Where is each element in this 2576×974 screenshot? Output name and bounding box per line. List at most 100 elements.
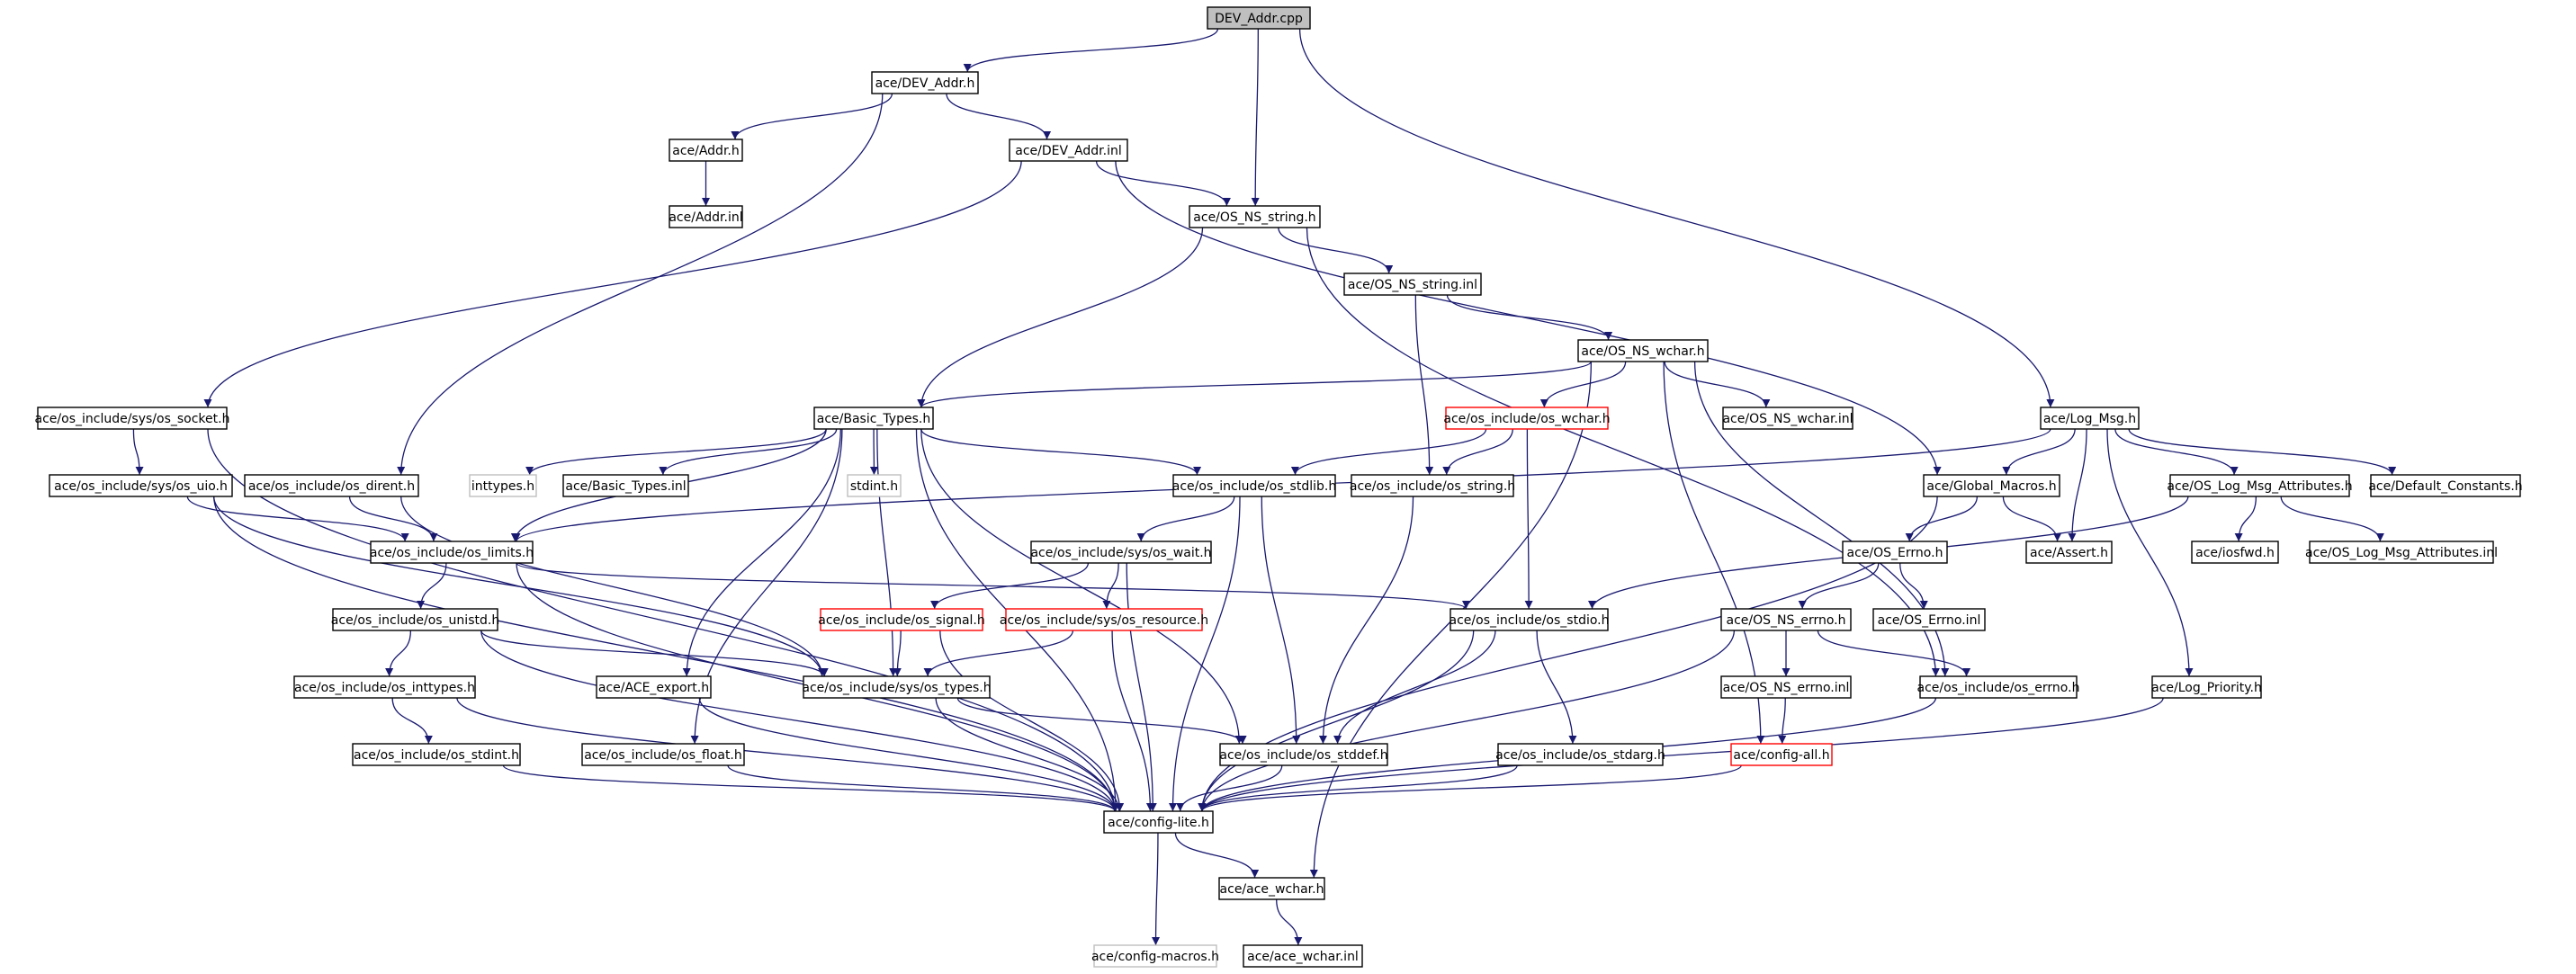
edge-dev-addr-h-to-addr-h xyxy=(731,93,893,140)
edge-os-errno-h-ace-to-os-ns-errno-h xyxy=(1798,562,1880,610)
node-ace-wchar-h[interactable]: ace/ace_wchar.h xyxy=(1218,877,1325,900)
node-os-stdlib-h[interactable]: ace/os_include/os_stdlib.h xyxy=(1172,474,1336,497)
edge-os-ns-wchar-h-to-os-wchar-h xyxy=(1539,361,1627,408)
node-box xyxy=(1218,877,1325,900)
node-label: ace/ace_wchar.h xyxy=(1220,882,1324,897)
node-os-ns-string-h[interactable]: ace/OS_NS_string.h xyxy=(1189,205,1321,228)
edge-os-stdlib-h-to-os-wait-h xyxy=(1136,496,1235,542)
edge-os-ns-errno-inl-to-config-all-h xyxy=(1778,697,1787,745)
edge-config-all-h-to-config-lite-h xyxy=(1198,764,1742,812)
node-label: DEV_Addr.cpp xyxy=(1215,12,1303,26)
node-os-string-h[interactable]: ace/os_include/os_string.h xyxy=(1350,474,1515,497)
node-os-log-msg-attributes-h[interactable]: ace/OS_Log_Msg_Attributes.h xyxy=(2167,474,2353,497)
edge-os-signal-h-to-os-types-h xyxy=(893,630,902,677)
node-os-log-msg-attributes-inl[interactable]: ace/OS_Log_Msg_Attributes.inl xyxy=(2305,541,2498,564)
node-box xyxy=(244,474,419,497)
node-dev-addr-cpp[interactable]: DEV_Addr.cpp xyxy=(1207,6,1311,30)
node-config-lite-h[interactable]: ace/config-lite.h xyxy=(1103,810,1214,834)
node-addr-h[interactable]: ace/Addr.h xyxy=(669,139,743,162)
node-config-macros-h[interactable]: ace/config-macros.h xyxy=(1091,944,1219,968)
node-label: ace/DEV_Addr.inl xyxy=(1015,144,1122,158)
node-os-ns-errno-inl[interactable]: ace/OS_NS_errno.inl xyxy=(1720,675,1852,699)
node-log-msg-h[interactable]: ace/Log_Msg.h xyxy=(2040,407,2140,430)
node-box xyxy=(1005,608,1203,631)
node-ace-wchar-inl[interactable]: ace/ace_wchar.inl xyxy=(1243,944,1363,968)
node-config-all-h[interactable]: ace/config-all.h xyxy=(1730,743,1833,766)
node-box xyxy=(2151,675,2262,699)
node-addr-inl[interactable]: ace/Addr.inl xyxy=(669,205,743,228)
node-os-signal-h[interactable]: ace/os_include/os_signal.h xyxy=(818,608,985,631)
node-label: ace/Log_Msg.h xyxy=(2043,412,2136,426)
node-os-ns-wchar-inl[interactable]: ace/OS_NS_wchar.inl xyxy=(1722,407,1853,430)
node-box xyxy=(2040,407,2140,430)
node-os-stdarg-h[interactable]: ace/os_include/os_stdarg.h xyxy=(1495,743,1665,766)
node-label: ace/os_include/sys/os_socket.h xyxy=(35,412,230,426)
edge-os-ns-string-h-to-basic-types-h xyxy=(917,227,1204,408)
node-global-macros-h[interactable]: ace/Global_Macros.h xyxy=(1923,474,2060,497)
edge-os-wchar-h-to-os-stdlib-h xyxy=(1291,428,1487,476)
node-basic-types-h[interactable]: ace/Basic_Types.h xyxy=(813,407,934,430)
node-label: ace/ace_wchar.inl xyxy=(1247,950,1359,964)
node-os-types-h[interactable]: ace/os_include/sys/os_types.h xyxy=(802,675,992,699)
node-assert-h[interactable]: ace/Assert.h xyxy=(2025,541,2113,564)
node-os-limits-h[interactable]: ace/os_include/os_limits.h xyxy=(370,541,534,564)
node-box xyxy=(1445,407,1609,430)
node-box xyxy=(2309,541,2494,564)
node-label: ace/OS_NS_string.h xyxy=(1193,210,1315,225)
edge-dev-addr-inl-to-os-socket-h xyxy=(203,160,1022,408)
node-basic-types-inl[interactable]: ace/Basic_Types.inl xyxy=(562,474,689,497)
node-os-ns-errno-h[interactable]: ace/OS_NS_errno.h xyxy=(1720,608,1852,631)
node-os-wait-h[interactable]: ace/os_include/sys/os_wait.h xyxy=(1030,541,1212,564)
edge-os-log-msg-attributes-h-to-iosfwd-h xyxy=(2234,496,2257,542)
node-os-dirent-h[interactable]: ace/os_include/os_dirent.h xyxy=(244,474,419,497)
node-os-stdio-h[interactable]: ace/os_include/os_stdio.h xyxy=(1450,608,1610,631)
edge-os-dirent-h-to-os-limits-h xyxy=(348,496,438,542)
node-box xyxy=(370,541,534,564)
edge-os-signal-h-to-config-lite-h xyxy=(939,630,1125,812)
node-os-errno-h-ace[interactable]: ace/OS_Errno.h xyxy=(1842,541,1948,564)
node-default-constants-h[interactable]: ace/Default_Constants.h xyxy=(2368,474,2523,497)
node-os-socket-h[interactable]: ace/os_include/sys/os_socket.h xyxy=(35,407,230,430)
edge-os-ns-wchar-h-to-os-ns-wchar-inl xyxy=(1664,361,1771,408)
node-os-inttypes-h[interactable]: ace/os_include/os_inttypes.h xyxy=(293,675,476,699)
node-os-ns-string-inl[interactable]: ace/OS_NS_string.inl xyxy=(1343,273,1482,296)
node-ace-export-h[interactable]: ace/ACE_export.h xyxy=(596,675,712,699)
node-box xyxy=(1730,743,1833,766)
node-dev-addr-inl[interactable]: ace/DEV_Addr.inl xyxy=(1009,139,1128,162)
node-box xyxy=(1189,205,1321,228)
node-os-wchar-h[interactable]: ace/os_include/os_wchar.h xyxy=(1443,407,1611,430)
edge-log-priority-h-to-config-lite-h xyxy=(1198,697,2164,812)
node-os-stdint-h[interactable]: ace/os_include/os_stdint.h xyxy=(352,743,521,766)
node-stdint-h[interactable]: stdint.h xyxy=(847,474,902,497)
node-label: ace/Basic_Types.inl xyxy=(565,479,686,494)
edge-log-msg-h-to-log-priority-h xyxy=(2106,428,2194,677)
edge-os-inttypes-h-to-config-lite-h xyxy=(456,697,1119,812)
node-log-priority-h[interactable]: ace/Log_Priority.h xyxy=(2151,675,2262,699)
node-os-errno-inl[interactable]: ace/OS_Errno.inl xyxy=(1872,608,1986,631)
node-dev-addr-h[interactable]: ace/DEV_Addr.h xyxy=(871,71,979,94)
node-os-include-errno-h[interactable]: ace/os_include/os_errno.h xyxy=(1917,675,2080,699)
node-os-unistd-h[interactable]: ace/os_include/os_unistd.h xyxy=(331,608,499,631)
node-box xyxy=(1919,675,2078,699)
node-os-ns-wchar-h[interactable]: ace/OS_NS_wchar.h xyxy=(1577,339,1709,362)
node-inttypes-h[interactable]: inttypes.h xyxy=(469,474,537,497)
node-box xyxy=(562,474,689,497)
edge-config-lite-h-to-config-macros-h xyxy=(1152,832,1161,946)
edge-os-unistd-h-to-os-types-h xyxy=(480,630,829,677)
edge-os-types-h-to-config-lite-h xyxy=(935,697,1124,812)
node-box xyxy=(1923,474,2060,497)
edge-os-limits-h-to-os-unistd-h xyxy=(417,562,447,610)
node-os-uio-h[interactable]: ace/os_include/sys/os_uio.h xyxy=(49,474,233,497)
edge-config-lite-h-to-ace-wchar-h xyxy=(1174,832,1260,879)
edge-os-socket-h-to-config-lite-h xyxy=(207,428,1119,812)
node-label: ace/iosfwd.h xyxy=(2195,546,2275,560)
node-box xyxy=(1720,675,1852,699)
edge-dev-addr-cpp-to-log-msg-h xyxy=(1298,28,2055,408)
node-os-float-h[interactable]: ace/os_include/os_float.h xyxy=(581,743,745,766)
node-os-resource-h[interactable]: ace/os_include/sys/os_resource.h xyxy=(1000,608,1208,631)
node-box xyxy=(1207,6,1311,30)
node-os-stddef-h[interactable]: ace/os_include/os_stddef.h xyxy=(1219,743,1388,766)
node-iosfwd-h[interactable]: ace/iosfwd.h xyxy=(2191,541,2279,564)
edge-basic-types-h-to-os-types-h xyxy=(876,428,898,677)
